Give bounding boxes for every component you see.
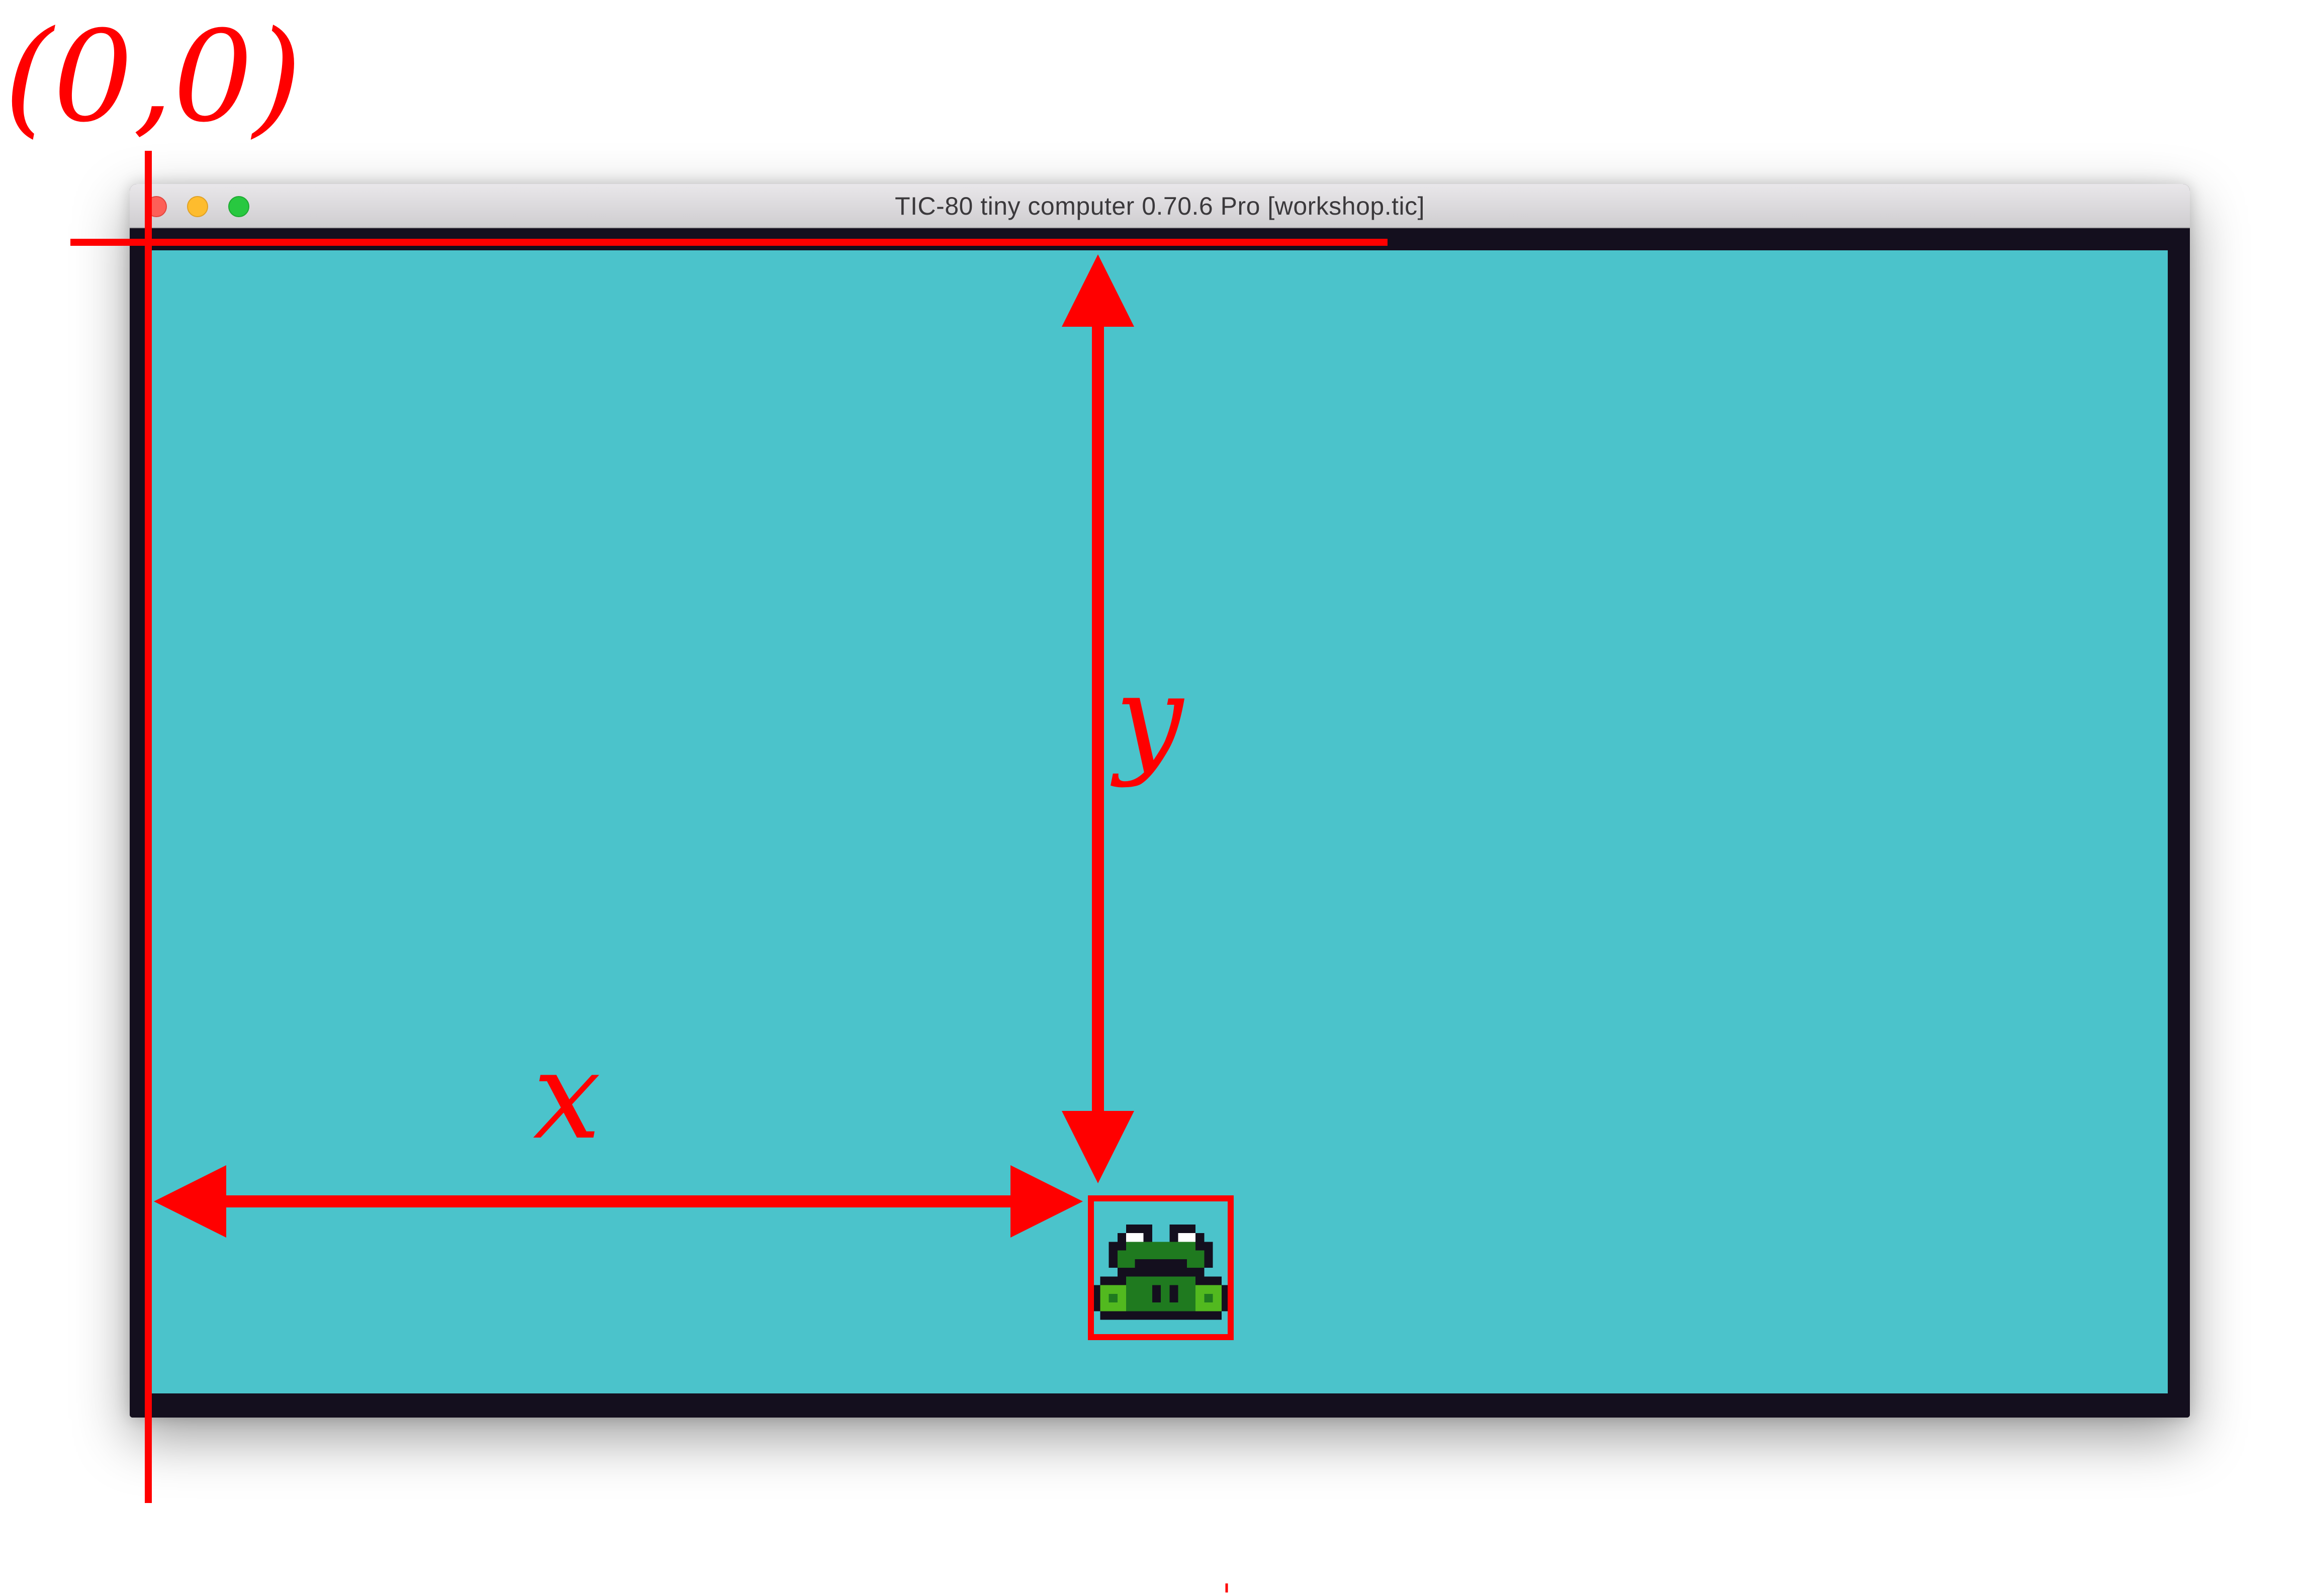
minimize-window-button[interactable] bbox=[187, 196, 208, 217]
title-bar[interactable]: TIC-80 tiny computer 0.70.6 Pro [worksho… bbox=[130, 184, 2190, 228]
x-label: x bbox=[533, 1025, 601, 1166]
y-label: y bbox=[1115, 648, 1183, 789]
window-title: TIC-80 tiny computer 0.70.6 Pro [worksho… bbox=[895, 192, 1425, 220]
maximize-window-button[interactable] bbox=[228, 196, 249, 217]
origin-label: (0,0) bbox=[4, 4, 302, 150]
frog-sprite bbox=[1091, 1198, 1231, 1337]
